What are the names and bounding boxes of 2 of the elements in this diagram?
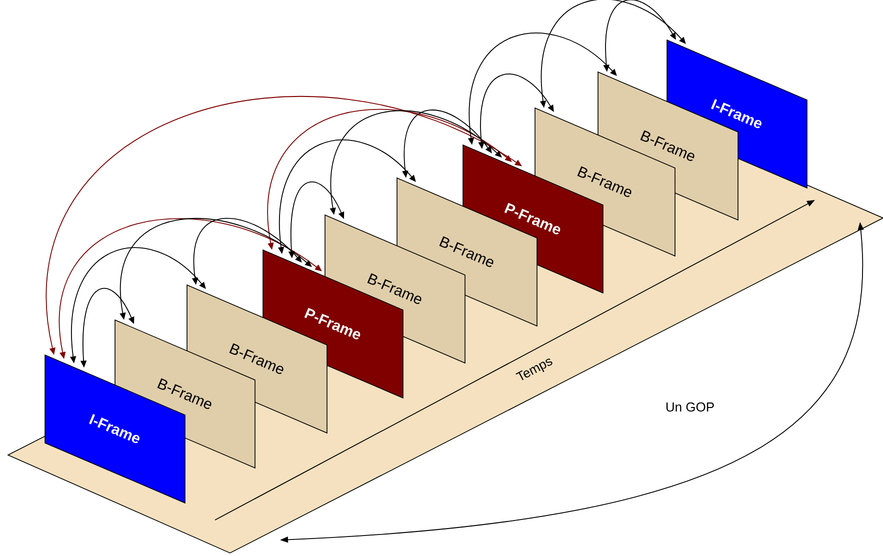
axis-label: Temps: [516, 358, 552, 380]
dimension-label: Un GOP: [666, 402, 714, 412]
